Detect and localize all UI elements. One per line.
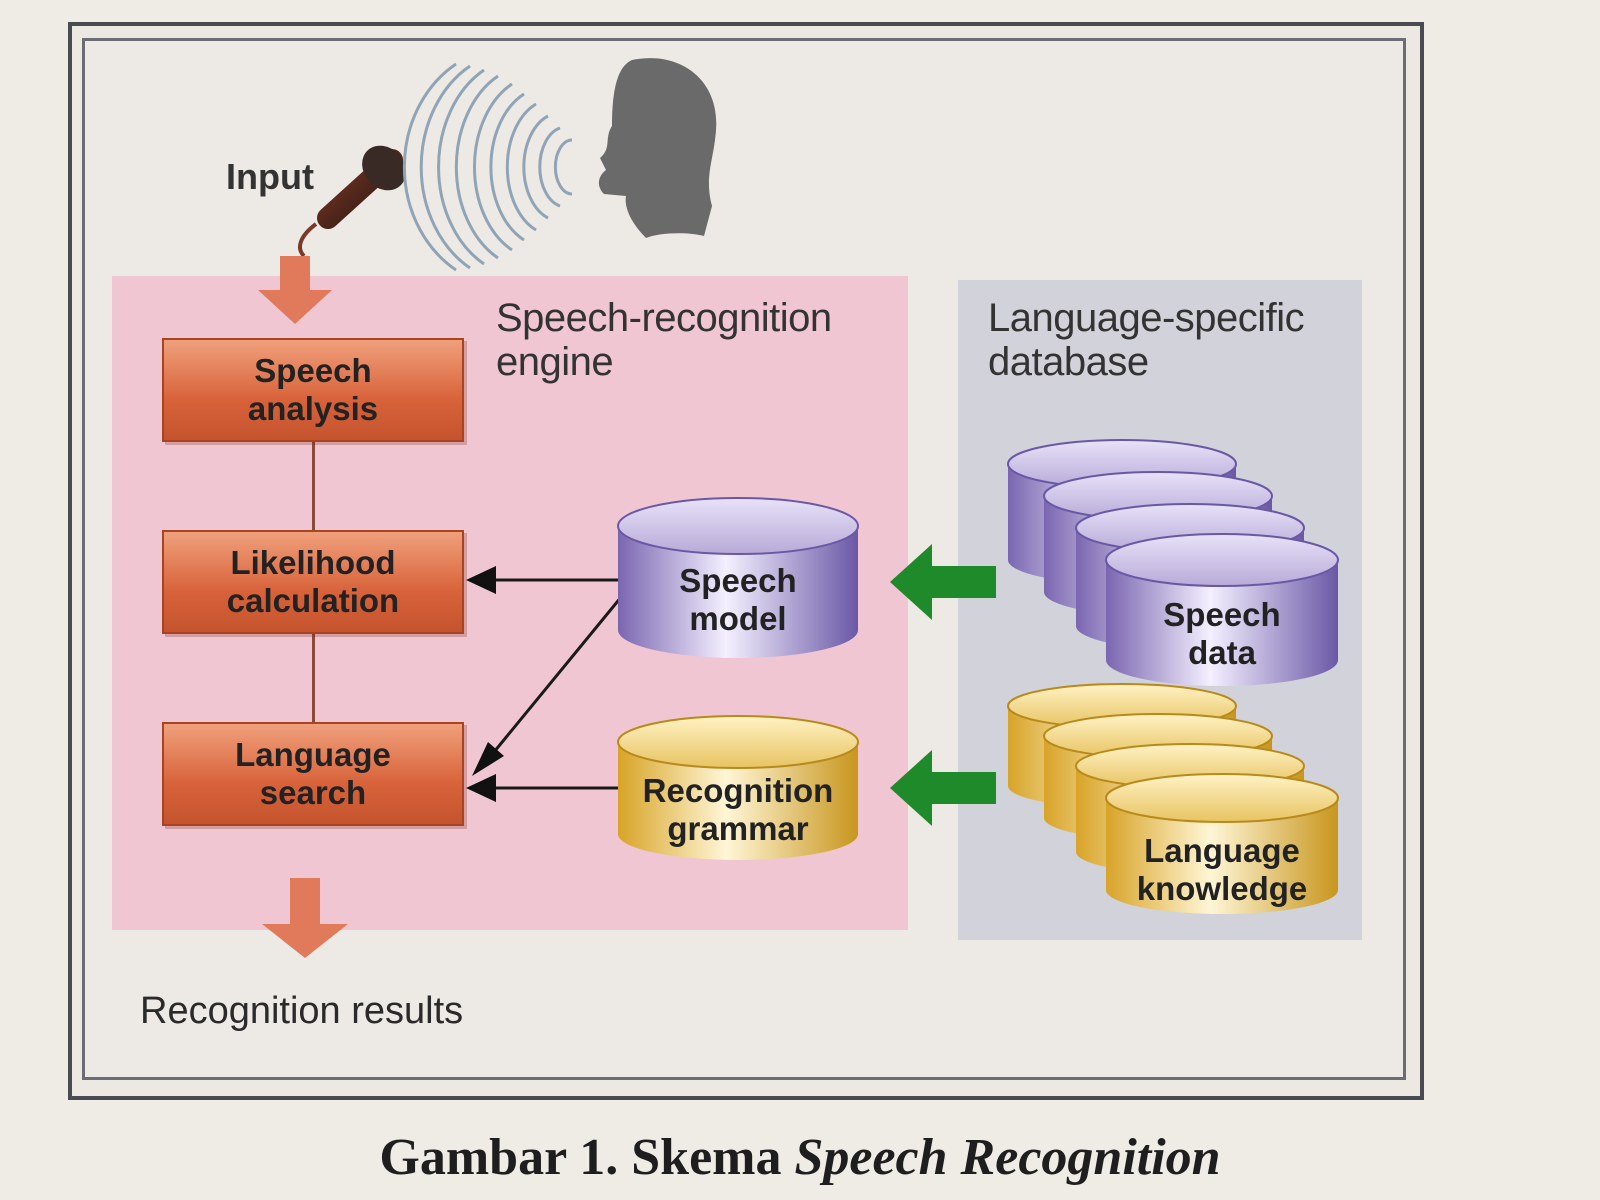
engine-title: Speech-recognition engine bbox=[496, 296, 832, 384]
database-to-model-arrows bbox=[890, 544, 996, 826]
database-title: Language-specific database bbox=[988, 296, 1305, 384]
connector-line bbox=[312, 632, 315, 724]
likelihood-calculation-label: Likelihood calculation bbox=[226, 544, 400, 619]
likelihood-calculation-box: Likelihood calculation bbox=[162, 530, 464, 634]
figure-caption: Gambar 1. Skema Speech Recognition bbox=[0, 1128, 1600, 1187]
input-label: Input bbox=[226, 156, 314, 197]
input-arrow bbox=[258, 256, 332, 324]
speech-analysis-box: Speech analysis bbox=[162, 338, 464, 442]
connector-line bbox=[312, 440, 315, 530]
language-search-label: Language search bbox=[235, 736, 391, 811]
speech-analysis-label: Speech analysis bbox=[247, 352, 379, 427]
language-knowledge-drums bbox=[1007, 683, 1339, 914]
speech-data-label: Speech data bbox=[1163, 596, 1281, 671]
model-to-engine-arrows bbox=[466, 566, 624, 802]
recognition-grammar-label: Recognition grammar bbox=[642, 772, 834, 847]
caption-prefix: Gambar 1. Skema bbox=[379, 1129, 795, 1186]
language-search-box: Language search bbox=[162, 722, 464, 826]
recognition-results-label: Recognition results bbox=[140, 990, 464, 1032]
recognition-grammar-drum bbox=[617, 715, 859, 860]
speech-model-label: Speech model bbox=[679, 562, 797, 637]
speech-data-drums bbox=[1007, 439, 1339, 686]
sound-waves-icon bbox=[402, 62, 573, 272]
output-arrow bbox=[262, 878, 348, 958]
speech-model-drum bbox=[617, 497, 859, 658]
speaking-head-icon bbox=[598, 58, 717, 238]
language-knowledge-label: Language knowledge bbox=[1136, 832, 1308, 907]
caption-italic: Speech Recognition bbox=[794, 1129, 1221, 1186]
microphone-icon bbox=[298, 145, 406, 258]
